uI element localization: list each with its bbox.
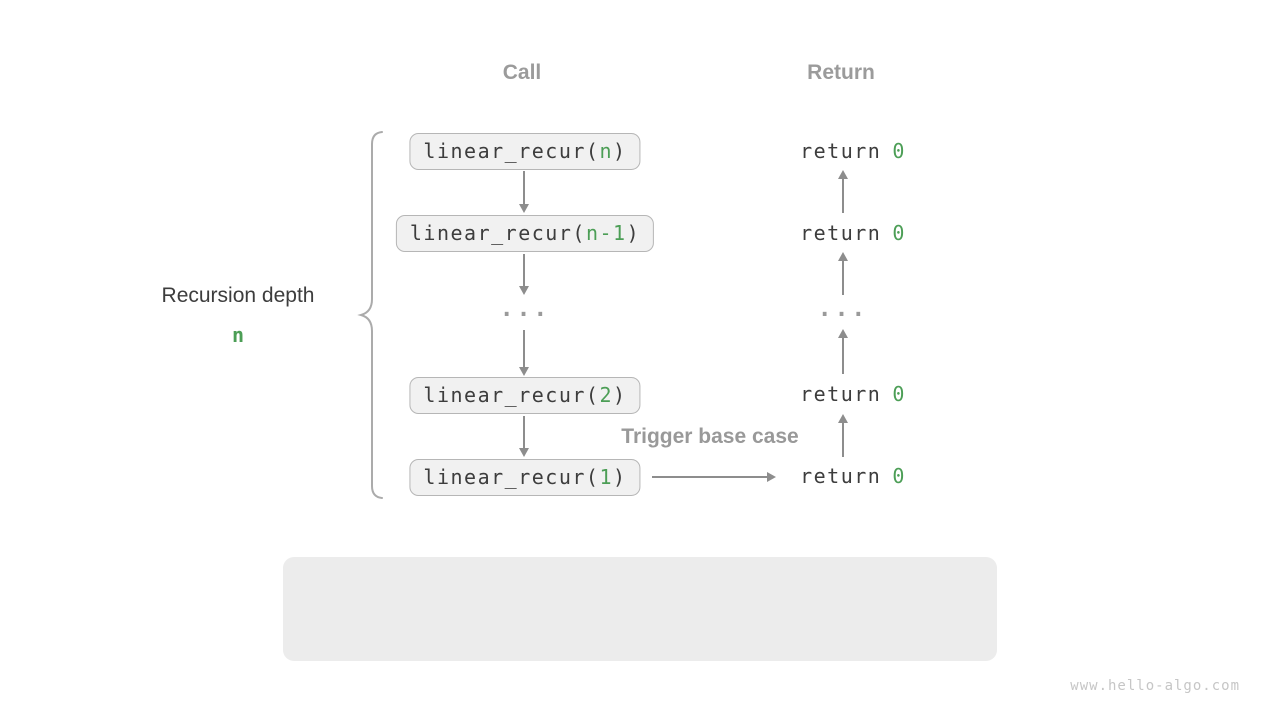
code-text: linear_recur(	[423, 139, 600, 163]
return-arrow-up-icon	[837, 170, 848, 213]
code-text: )	[626, 221, 641, 245]
code-text: linear_recur(	[423, 383, 600, 407]
call-box-2: linear_recur(2)	[409, 377, 641, 414]
return-value: 0	[892, 221, 906, 245]
code-text: )	[613, 465, 627, 489]
code-text: )	[613, 139, 627, 163]
return-keyword: return	[800, 382, 882, 406]
base-case-arrow-right-icon	[652, 471, 776, 482]
call-column-header: Call	[502, 61, 542, 84]
code-arg: 2	[599, 383, 614, 407]
recursion-depth-value: n	[231, 323, 245, 347]
code-arg: n-1	[585, 221, 627, 245]
recursion-depth-label: Recursion depth	[161, 284, 315, 307]
code-text: linear_recur(	[423, 465, 600, 489]
call-arrow-down-icon	[518, 330, 529, 376]
return-statement: return 0	[800, 464, 906, 488]
return-keyword: return	[800, 464, 882, 488]
call-arrow-down-icon	[518, 171, 529, 213]
code-arg: n	[599, 139, 614, 163]
return-statement: return 0	[800, 221, 906, 245]
return-keyword: return	[800, 221, 882, 245]
return-statement: return 0	[800, 382, 906, 406]
return-arrow-up-icon	[837, 329, 848, 374]
return-value: 0	[892, 382, 906, 406]
summary-box: The depth of recursion calls is n, using…	[283, 557, 997, 661]
return-statement: return 0	[800, 139, 906, 163]
return-value: 0	[892, 464, 906, 488]
call-arrow-down-icon	[518, 254, 529, 295]
call-ellipsis: ...	[499, 296, 551, 322]
call-box-1: linear_recur(1)	[409, 459, 641, 496]
recursion-depth-brace	[357, 131, 383, 499]
call-box-n-1: linear_recur(n-1)	[395, 215, 655, 252]
call-box-n: linear_recur(n)	[409, 133, 641, 170]
trigger-base-case-label: Trigger base case	[621, 425, 799, 448]
return-arrow-up-icon	[837, 252, 848, 295]
code-text: )	[613, 383, 627, 407]
code-text: linear_recur(	[409, 221, 586, 245]
return-keyword: return	[800, 139, 882, 163]
site-watermark: www.hello-algo.com	[1070, 678, 1240, 694]
code-arg: 1	[599, 465, 614, 489]
return-arrow-up-icon	[837, 414, 848, 457]
return-value: 0	[892, 139, 906, 163]
call-arrow-down-icon	[518, 416, 529, 457]
return-ellipsis: ...	[817, 296, 869, 322]
return-column-header: Return	[807, 61, 875, 84]
